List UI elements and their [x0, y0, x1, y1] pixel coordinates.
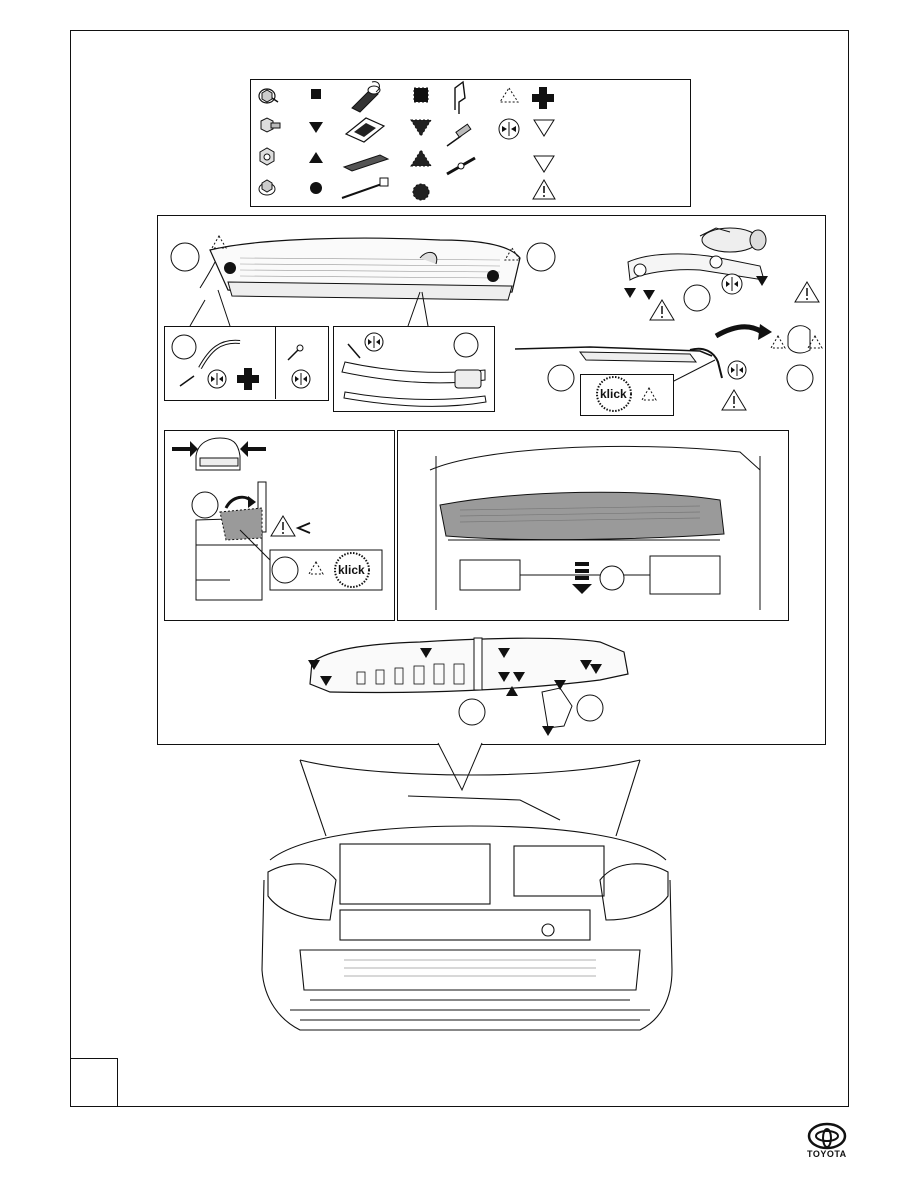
brand-name: TOYOTA	[807, 1149, 847, 1159]
